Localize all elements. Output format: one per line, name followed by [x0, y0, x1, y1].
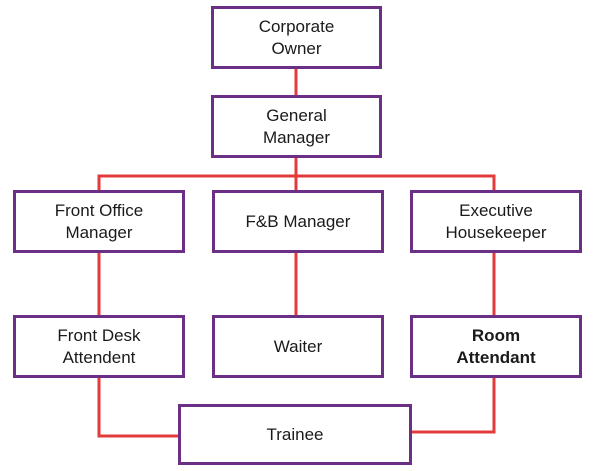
connector-room-attendant-to-trainee	[410, 376, 496, 434]
node-general-manager: General Manager	[211, 95, 382, 158]
node-corporate-owner: Corporate Owner	[211, 6, 382, 69]
node-front-office-manager: Front Office Manager	[13, 190, 185, 253]
node-room-attendant: Room Attendant	[410, 315, 582, 378]
node-executive-housekeeper: Executive Housekeeper	[410, 190, 582, 253]
node-fb-manager: F&B Manager	[212, 190, 384, 253]
node-front-desk-attendant: Front Desk Attendent	[13, 315, 185, 378]
node-waiter: Waiter	[212, 315, 384, 378]
node-trainee: Trainee	[178, 404, 412, 465]
connector-front-desk-to-trainee	[97, 376, 180, 438]
